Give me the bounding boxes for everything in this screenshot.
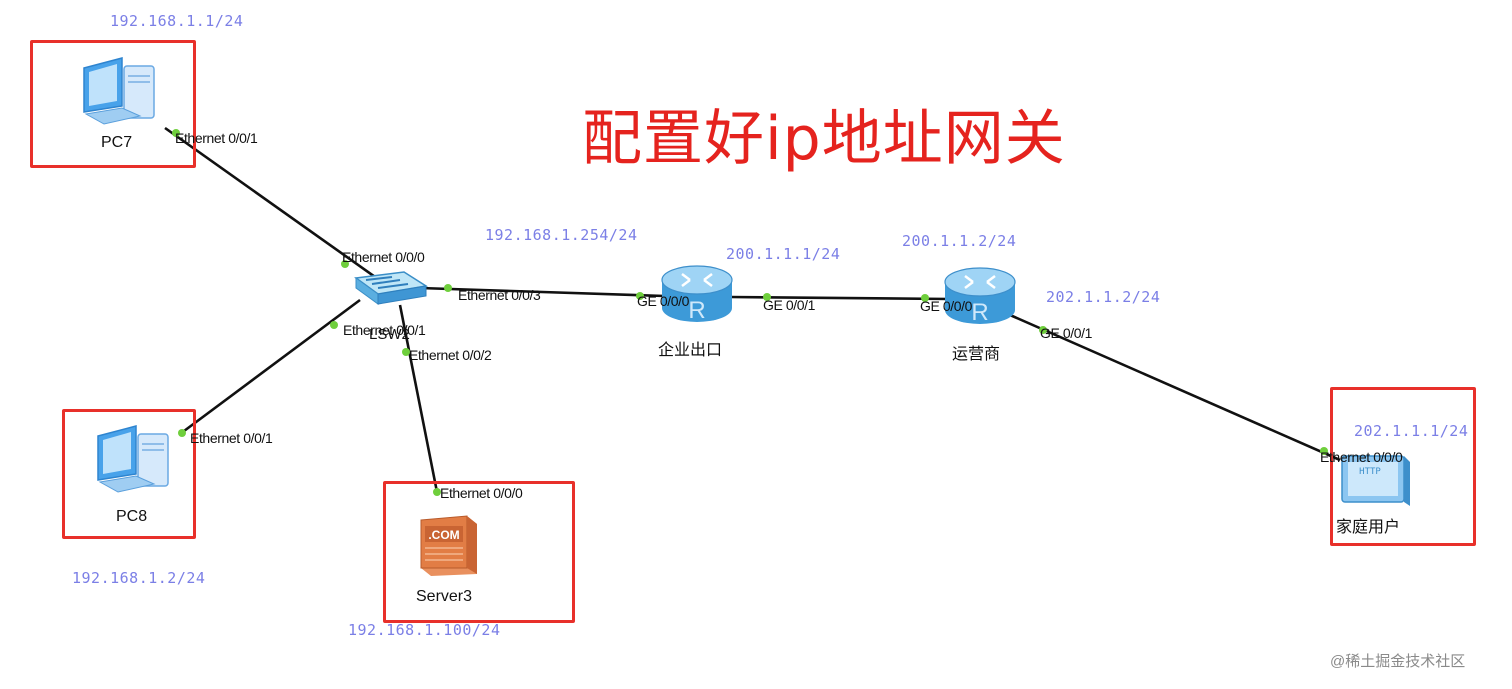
router-icon[interactable]: R <box>660 262 734 326</box>
highlight-box-home-user <box>1330 387 1476 546</box>
pc-icon[interactable] <box>92 424 172 500</box>
port-dot <box>402 348 410 356</box>
device-label-home-user: 家庭用户 <box>1336 519 1401 536</box>
port-dot <box>330 321 338 329</box>
ip-label-pc7: 192.168.1.1/24 <box>110 12 244 30</box>
highlight-box-pc7 <box>30 40 196 168</box>
port-label-router-enterprise-0: GE 0/0/0 <box>637 293 690 309</box>
watermark: @稀土掘金技术社区 <box>1330 653 1466 670</box>
port-label-switch-3: Ethernet 0/0/3 <box>458 287 541 303</box>
device-label-pc7: PC7 <box>101 134 133 151</box>
port-dot <box>636 292 644 300</box>
port-label-switch-0: Ethernet 0/0/0 <box>342 249 425 265</box>
port-label-home-user: Ethernet 0/0/0 <box>1320 449 1403 465</box>
ip-label-pc8: 192.168.1.2/24 <box>72 569 206 587</box>
port-dot <box>172 129 180 137</box>
switch-icon[interactable] <box>352 268 430 308</box>
ip-label-server3: 192.168.1.100/24 <box>348 621 501 639</box>
http-client-icon[interactable]: HTTP <box>1336 450 1412 510</box>
port-label-router-isp-1: GE 0/0/1 <box>1040 325 1093 341</box>
ip-label-home-user: 202.1.1.1/24 <box>1354 422 1469 440</box>
pc-icon[interactable] <box>78 56 158 132</box>
link-pc7-switch[interactable] <box>164 126 386 286</box>
http-badge-text: HTTP <box>1359 467 1381 477</box>
link-router-isp-home-user[interactable] <box>1009 313 1341 462</box>
link-pc8-switch[interactable] <box>179 298 361 436</box>
device-label-server3: Server3 <box>416 588 473 605</box>
highlight-box-pc8 <box>62 409 196 539</box>
port-label-server3: Ethernet 0/0/0 <box>440 485 523 501</box>
diagram-title: 配置好ip地址网关 <box>582 104 1066 174</box>
port-dot <box>763 293 771 301</box>
ip-label-router-isp-out: 202.1.1.2/24 <box>1046 288 1161 306</box>
link-switch-router-enterprise[interactable] <box>419 286 666 298</box>
port-dot <box>1320 447 1328 455</box>
ip-label-router-enterprise-lan: 192.168.1.254/24 <box>485 226 638 244</box>
port-label-pc8: Ethernet 0/0/1 <box>190 430 273 446</box>
highlight-box-server3 <box>383 481 575 623</box>
device-label-switch: LSW2 <box>369 326 410 343</box>
device-label-router-isp: 运营商 <box>952 346 1001 363</box>
server-badge-text: .COM <box>428 528 459 542</box>
port-label-switch-2: Ethernet 0/0/2 <box>409 347 492 363</box>
port-label-pc7: Ethernet 0/0/1 <box>175 130 258 146</box>
ip-label-router-isp-in: 200.1.1.2/24 <box>902 232 1017 250</box>
port-dot <box>1039 326 1047 334</box>
server-icon[interactable]: .COM <box>417 512 481 578</box>
ip-label-router-enterprise-wan: 200.1.1.1/24 <box>726 245 841 263</box>
port-dot <box>178 429 186 437</box>
router-icon[interactable]: R <box>943 264 1017 328</box>
device-label-router-enterprise: 企业出口 <box>658 342 723 359</box>
device-label-pc8: PC8 <box>116 508 148 525</box>
port-dot <box>444 284 452 292</box>
port-label-switch-1: Ethernet 0/0/1 <box>343 322 426 338</box>
port-label-router-isp-0: GE 0/0/0 <box>920 298 973 314</box>
svg-text:R: R <box>688 297 705 324</box>
port-dot <box>921 294 929 302</box>
link-server3-switch[interactable] <box>398 304 439 493</box>
port-dot <box>341 260 349 268</box>
svg-text:R: R <box>971 299 988 326</box>
port-dot <box>433 488 441 496</box>
port-label-router-enterprise-1: GE 0/0/1 <box>763 297 816 313</box>
